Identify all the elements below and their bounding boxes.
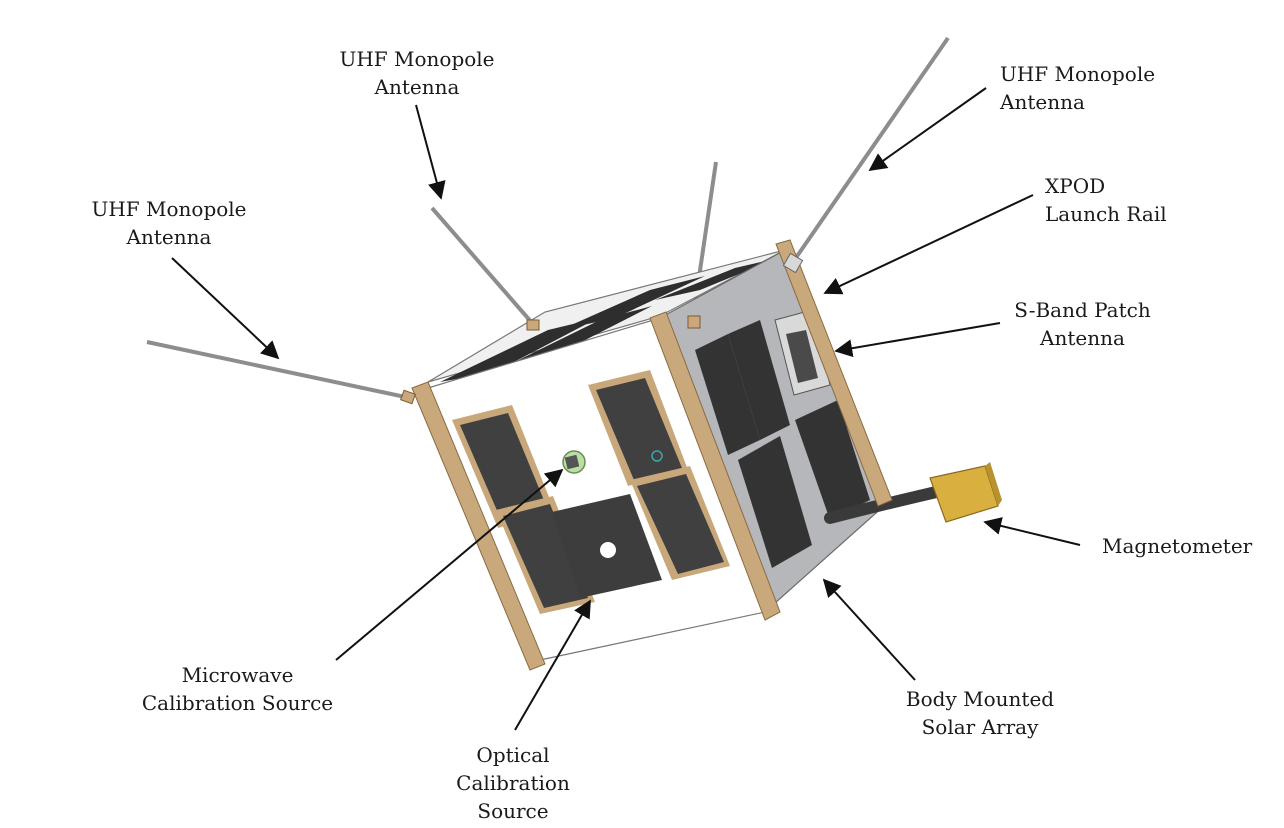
label-uhf-top-line-2: Antenna: [374, 75, 460, 99]
label-uhf-left-line-2: Antenna: [126, 225, 212, 249]
label-optical: Optical Calibration Source: [438, 741, 588, 825]
label-xpod-line-1: XPOD: [1045, 174, 1106, 198]
top-solar-panel-4: [655, 258, 778, 300]
uhf-antenna-left: [146, 340, 411, 400]
label-microwave-line-2: Calibration Source: [141, 691, 334, 715]
label-uhf-top: UHF Monopole Antenna: [332, 45, 502, 101]
launch-rail-back-right: [775, 239, 893, 507]
front-panel-3: [596, 378, 682, 480]
label-uhf-right-line-1: UHF Monopole: [1000, 62, 1156, 86]
label-uhf-top-line-1: UHF Monopole: [339, 47, 495, 71]
front-panel-1: [460, 413, 548, 522]
arrow-magnetometer: [983, 517, 1081, 546]
label-body-solar: Body Mounted Solar Array: [900, 685, 1060, 741]
launch-rail-left: [411, 381, 546, 671]
label-uhf-left: UHF Monopole Antenna: [84, 195, 254, 251]
side-panel-2: [728, 320, 790, 440]
label-optical-line-3: Source: [477, 799, 549, 823]
top-solar-panel-1: [440, 318, 598, 382]
front-panel-2: [503, 504, 588, 608]
uhf-antenna-right: [791, 36, 950, 264]
optical-calibration-aperture: [600, 542, 616, 558]
label-uhf-right-line-2: Antenna: [1000, 90, 1085, 114]
label-microwave: Microwave Calibration Source: [135, 661, 340, 717]
label-sband: S-Band Patch Antenna: [1000, 296, 1165, 352]
label-sband-line-2: Antenna: [1040, 326, 1125, 350]
top-solar-panel-3: [560, 276, 705, 330]
label-magnetometer: Magnetometer: [1102, 532, 1252, 560]
label-body-solar-line-1: Body Mounted: [905, 687, 1055, 711]
side-panel-4: [795, 400, 870, 520]
front-panel-4: [637, 474, 724, 574]
arrow-uhf-right: [868, 87, 987, 172]
arrow-optical: [514, 599, 591, 731]
label-xpod: XPOD Launch Rail: [1045, 172, 1167, 228]
side-panel-3: [738, 436, 812, 568]
label-uhf-right: UHF Monopole Antenna: [1000, 60, 1155, 116]
top-solar-panel-2: [498, 306, 652, 370]
label-body-solar-line-2: Solar Array: [921, 715, 1039, 739]
arrow-body-solar: [822, 578, 916, 681]
label-uhf-left-line-1: UHF Monopole: [91, 197, 247, 221]
arrow-microwave: [335, 468, 564, 661]
label-optical-line-2: Calibration: [456, 771, 570, 795]
magnetometer-boom: [824, 484, 951, 524]
arrow-uhf-left: [171, 257, 280, 360]
arrow-uhf-top: [415, 104, 446, 200]
side-panel-1: [695, 334, 760, 455]
label-optical-line-1: Optical: [476, 743, 550, 767]
arrow-xpod: [823, 194, 1034, 295]
arrow-sband: [834, 322, 1001, 358]
label-sband-line-1: S-Band Patch: [1014, 298, 1151, 322]
label-microwave-line-1: Microwave: [181, 663, 294, 687]
label-magnetometer-line-1: Magnetometer: [1102, 534, 1253, 558]
uhf-antenna-top: [430, 206, 535, 326]
label-xpod-line-2: Launch Rail: [1045, 202, 1167, 226]
launch-rail-front-right: [649, 311, 781, 621]
